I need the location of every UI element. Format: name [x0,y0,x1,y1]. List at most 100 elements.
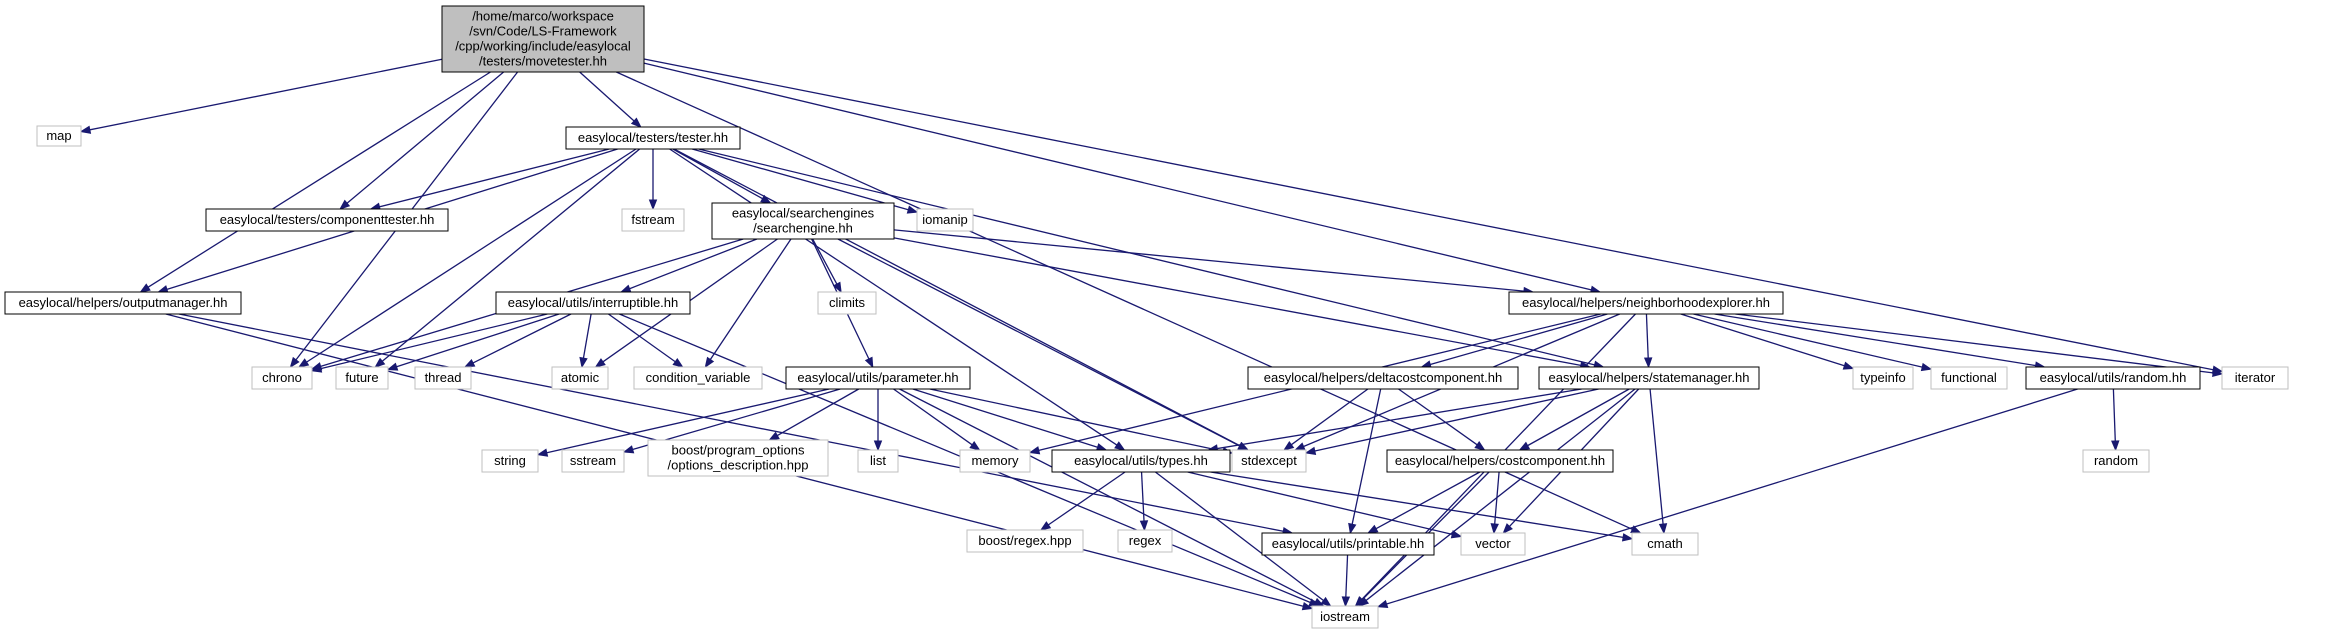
edge-arrowhead [2212,368,2224,377]
edge-line [929,388,1224,452]
edge-neighborhoodexplorer-to-iterator [1735,313,2224,377]
edge-parameter-to-memory [893,388,981,451]
edge-arrowhead [536,448,549,457]
node-label: sstream [570,453,616,468]
edge-outputmanager-to-printable [178,313,1294,536]
node-label: /testers/movetester.hh [479,54,607,69]
edge-arrowhead [1518,441,1531,451]
node-label: iomanip [922,212,968,227]
node-label: easylocal/testers/tester.hh [578,130,728,145]
edge-line [608,313,676,363]
edge-line [1680,313,1845,367]
edge-line [698,148,1595,366]
node-label: /searchengine.hh [753,221,853,236]
node-movetester[interactable]: /home/marco/workspace/svn/Code/LS-Framew… [441,5,645,73]
edge-neighborhoodexplorer-to-deltacostcomponent [1420,313,1608,369]
edge-movetester-to-componenttester [339,71,505,210]
node-label: easylocal/helpers/costcomponent.hh [1395,453,1605,468]
edge-arrowhead [289,356,300,369]
node-label: easylocal/helpers/deltacostcomponent.hh [1264,370,1502,385]
node-label: future [345,370,378,385]
node-label: random [2094,453,2138,468]
node-types[interactable]: easylocal/utils/types.hh [1051,449,1231,473]
edge-arrowhead [139,283,151,293]
node-componenttester[interactable]: easylocal/testers/componenttester.hh [205,208,449,232]
node-printable[interactable]: easylocal/utils/printable.hh [1261,532,1435,556]
node-neighborhoodexplorer[interactable]: easylocal/helpers/neighborhoodexplorer.h… [1508,291,1784,315]
node-label: chrono [262,370,302,385]
edge-movetester-to-outputmanager [139,71,491,293]
node-label: map [46,128,71,143]
node-label: /svn/Code/LS-Framework [469,24,617,39]
node-iomanip: iomanip [916,208,974,232]
node-parameter[interactable]: easylocal/utils/parameter.hh [785,366,971,390]
edge-searchengine-to-neighborhoodexplorer [893,229,1535,296]
edge-line [893,388,973,446]
edge-line [672,148,763,200]
edges-layer [79,58,2224,611]
edge-line [1649,388,1664,525]
node-random: random [2082,449,2150,473]
edge-line [1398,388,1478,446]
node-costcomponent[interactable]: easylocal/helpers/costcomponent.hh [1386,449,1614,473]
node-searchengine[interactable]: easylocal/searchengines/searchengine.hh [711,202,895,240]
edge-line [1375,471,1481,530]
edge-line [1527,388,1630,447]
node-label: memory [972,453,1019,468]
node-box [1311,605,1379,629]
edge-arrowhead [1304,446,1317,456]
edge-statemanager-to-cmath [1649,388,1668,535]
edge-arrowhead [1282,440,1295,451]
edge-tester-to-componenttester [369,148,610,211]
edge-searchengine-to-interruptible [619,238,758,293]
node-box [1247,366,1519,390]
node-label: easylocal/searchengines [732,206,875,221]
node-box [1460,532,1526,556]
node-box [481,449,539,473]
node-box [959,449,1031,473]
edge-line [379,148,610,208]
node-iterator: iterator [2221,366,2289,390]
node-box [441,5,645,73]
edge-line [1047,471,1126,526]
node-tester[interactable]: easylocal/testers/tester.hh [565,126,741,150]
edge-arrowhead [1474,441,1486,451]
node-label: /cpp/working/include/easylocal [455,39,631,54]
node-label: easylocal/helpers/outputmanager.hh [19,295,228,310]
edge-tester-to-searchengine [672,148,772,204]
node-label: string [494,453,526,468]
edge-line [1210,471,1624,539]
node-random_hh[interactable]: easylocal/utils/random.hh [2025,366,2201,390]
edge-arrowhead [579,356,588,369]
edge-arrowhead [1621,533,1634,542]
node-box [1852,366,1914,390]
edge-arrowhead [1490,523,1499,535]
edge-interruptible-to-future [386,313,560,371]
edge-arrowhead [864,356,874,369]
node-label: iterator [2235,370,2276,385]
edge-interruptible-to-chrono [310,313,548,373]
edge-movetester-to-map [79,58,443,134]
edge-line [899,388,1316,603]
edge-line [1693,313,1923,368]
edge-line [1154,471,1324,602]
node-functional: functional [1930,366,2008,390]
node-interruptible[interactable]: easylocal/utils/interruptible.hh [495,291,691,315]
edge-parameter-to-sstream [622,388,841,454]
edge-parameter-to-iostream [899,388,1325,607]
node-label: fstream [631,212,674,227]
edge-arrowhead [1658,523,1668,535]
edge-deltacostcomponent-to-printable [1348,388,1382,535]
edge-tester-to-fstream [648,149,658,211]
edge-arrowhead [310,364,323,373]
edge-arrowhead [1643,357,1653,369]
node-label: vector [1475,536,1511,551]
nodes-layer: /home/marco/workspace/svn/Code/LS-Framew… [4,5,2289,629]
edge-arrowhead [1366,524,1379,534]
edge-line [178,313,1284,532]
edge-movetester-to-tester [579,71,642,128]
node-statemanager[interactable]: easylocal/helpers/statemanager.hh [1538,366,1760,390]
node-outputmanager[interactable]: easylocal/helpers/outputmanager.hh [4,291,242,315]
node-deltacostcomponent[interactable]: easylocal/helpers/deltacostcomponent.hh [1247,366,1519,390]
node-thread: thread [414,366,472,390]
